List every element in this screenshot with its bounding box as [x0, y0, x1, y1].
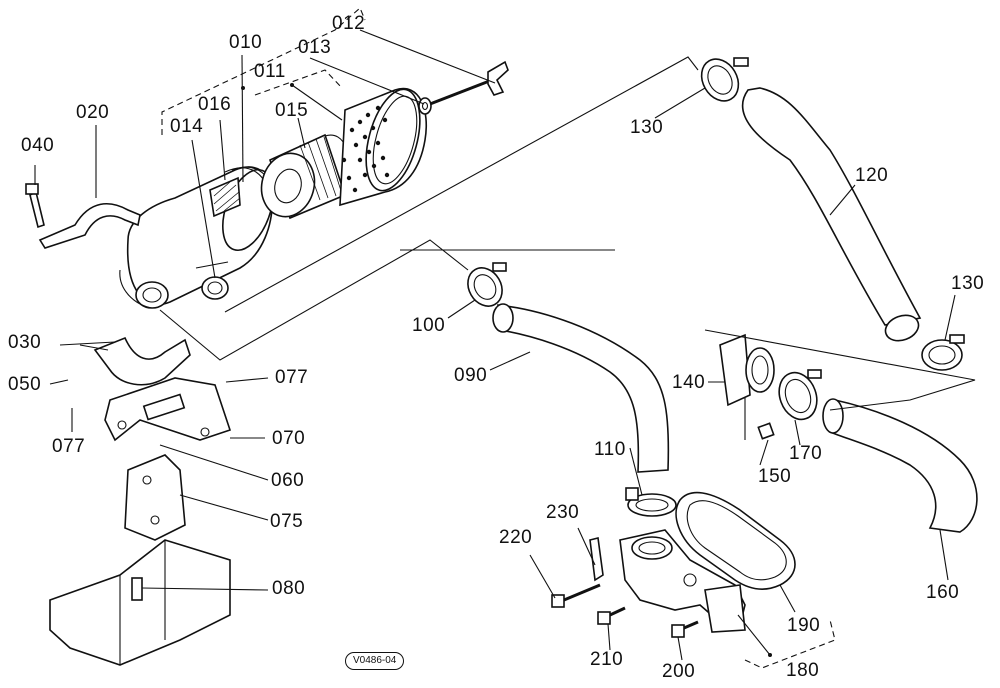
adapter-140 — [719, 333, 775, 440]
callout-130-lower: 130 — [951, 273, 985, 294]
callout-011: 011 — [254, 61, 286, 82]
air-cleaner-body — [119, 166, 277, 309]
callout-080: 080 — [272, 578, 306, 599]
callout-130-upper: 130 — [630, 117, 664, 138]
callout-220: 220 — [499, 527, 533, 548]
callout-060: 060 — [271, 470, 305, 491]
strap-band — [25, 183, 141, 249]
hose-160 — [822, 398, 978, 533]
assembly-guide-lines — [159, 56, 976, 411]
perforated-cover — [339, 87, 427, 207]
wing-bolt — [418, 60, 509, 115]
callout-100: 100 — [412, 315, 446, 336]
callout-150: 150 — [758, 466, 792, 487]
drawing-code-badge: V0486-04 — [345, 652, 405, 670]
callout-014: 014 — [170, 116, 204, 137]
clamp-100 — [467, 262, 507, 307]
callout-050: 050 — [8, 374, 42, 395]
callout-140: 140 — [672, 372, 706, 393]
clamp-130-lower — [921, 334, 965, 371]
callout-160: 160 — [926, 582, 960, 603]
leader-lines — [34, 29, 956, 669]
callout-110: 110 — [594, 439, 626, 460]
callout-070: 070 — [272, 428, 306, 449]
clamp-170 — [778, 369, 822, 421]
filter-element — [260, 133, 350, 220]
mounting-bracket — [59, 336, 232, 541]
hose-090 — [492, 303, 670, 473]
callout-013: 013 — [298, 37, 332, 58]
callout-012: 012 — [332, 13, 366, 34]
frame-section — [49, 539, 231, 666]
callout-090: 090 — [454, 365, 488, 386]
callout-170: 170 — [789, 443, 823, 464]
hose-120 — [741, 87, 922, 342]
callout-016: 016 — [198, 94, 232, 115]
callout-180: 180 — [786, 660, 820, 681]
bolts-180 — [551, 537, 699, 638]
callout-030: 030 — [8, 332, 42, 353]
callout-230: 230 — [546, 502, 580, 523]
clamp-110 — [625, 487, 677, 517]
callout-040: 040 — [21, 135, 55, 156]
callout-077-upper: 077 — [275, 367, 309, 388]
callout-075: 075 — [270, 511, 304, 532]
callout-200: 200 — [662, 661, 696, 682]
pipe-body-180 — [619, 529, 746, 633]
callout-210: 210 — [590, 649, 624, 670]
callout-015: 015 — [275, 100, 309, 121]
clamp-130-upper — [700, 57, 749, 102]
callout-120: 120 — [855, 165, 889, 186]
callout-077-lower: 077 — [52, 436, 86, 457]
air-cleaner-group-bracket — [161, 7, 366, 135]
callout-010: 010 — [229, 32, 263, 53]
callout-190: 190 — [787, 615, 821, 636]
callout-020: 020 — [76, 102, 110, 123]
